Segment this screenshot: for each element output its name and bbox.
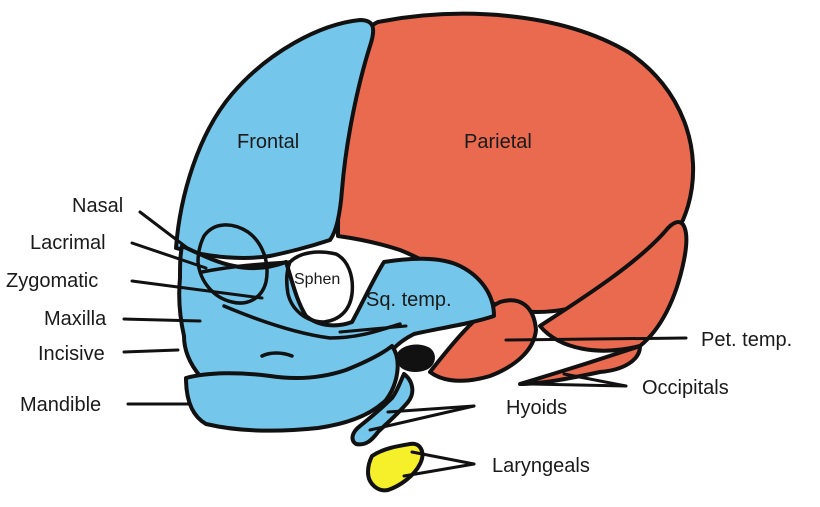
maxilla-suture	[222, 304, 402, 340]
zygomatic-leader	[130, 279, 264, 300]
orbit-outline	[196, 223, 269, 305]
nasal-label: Nasal	[72, 195, 123, 217]
face-bones	[177, 244, 496, 392]
zygomatic-arch	[200, 260, 292, 274]
occipitals-leader-b	[528, 382, 628, 388]
zygomatic-label: Zygomatic	[6, 270, 98, 292]
mandible-label: Mandible	[20, 394, 101, 416]
incisive-label: Incisive	[38, 343, 105, 365]
frontal-bone	[174, 18, 376, 260]
nasal-leader	[138, 210, 192, 252]
incisive-leader	[122, 348, 180, 354]
sqtemp-leader	[338, 324, 408, 334]
sphenoid-outline	[284, 250, 355, 324]
laryngeals-label: Laryngeals	[492, 455, 590, 477]
pettemp-leader	[504, 336, 688, 342]
sqtemp-label: Sq. temp.	[366, 289, 452, 311]
occipitals-leader-a	[562, 372, 628, 388]
lacrimal-label: Lacrimal	[30, 232, 106, 254]
tooth-line	[260, 351, 294, 358]
sphen-label: Sphen	[294, 271, 340, 288]
occipitals-label: Occipitals	[642, 377, 729, 399]
styloid-process	[396, 344, 435, 372]
hyoids-leader-b	[368, 404, 476, 432]
hyoids-leader-a	[386, 404, 476, 414]
petrous-temporal-bone	[428, 298, 538, 383]
occipital-bone-lower	[518, 344, 642, 386]
parietal-label: Parietal	[464, 131, 532, 153]
lacrimal-leader	[130, 241, 208, 270]
laryngeal-cartilages	[366, 441, 425, 493]
mandible-bone	[184, 344, 400, 433]
hyoid-bones	[350, 372, 415, 447]
hyoids-label: Hyoids	[506, 397, 567, 419]
maxilla-label: Maxilla	[44, 308, 107, 330]
pettemp-label: Pet. temp.	[701, 329, 792, 351]
maxilla-leader	[122, 317, 202, 323]
frontal-label: Frontal	[237, 131, 299, 153]
laryngeals-leader-b	[402, 462, 476, 478]
laryngeals-leader-a	[410, 450, 476, 466]
occipital-bone-upper	[538, 220, 689, 353]
